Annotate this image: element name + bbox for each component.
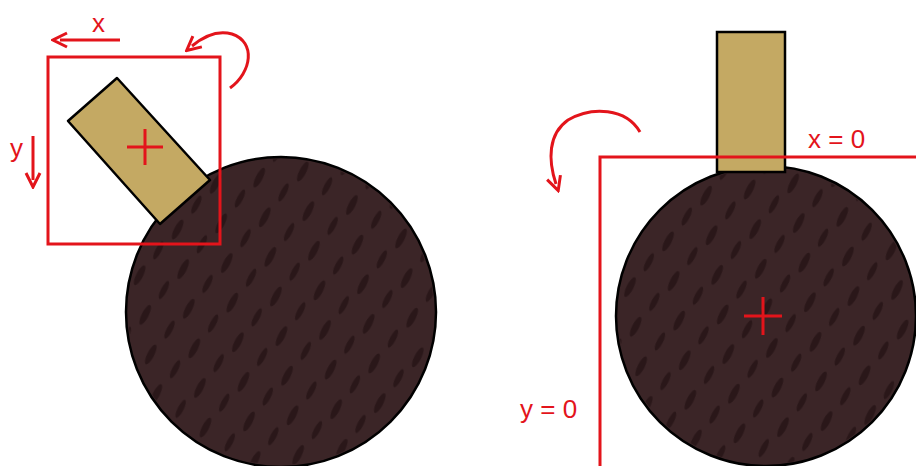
left-panel <box>33 33 436 466</box>
axis-label: y <box>10 135 23 161</box>
center-mark <box>744 297 782 335</box>
y-axis-arrow <box>32 136 35 180</box>
cookie <box>616 166 916 466</box>
bounding-box <box>48 57 220 244</box>
right-panel <box>551 32 916 466</box>
center-mark <box>127 129 163 165</box>
rotation-arrow <box>192 33 248 88</box>
stick <box>68 78 210 224</box>
x-axis-arrow <box>60 39 120 42</box>
axis-label: x <box>92 10 105 36</box>
axis-value-label: y = 0 <box>520 396 577 422</box>
axis-lines <box>600 157 916 466</box>
cookie-texture <box>618 168 914 464</box>
axis-value-label: x = 0 <box>808 126 865 152</box>
rotation-arrow <box>551 111 640 184</box>
stick <box>717 32 785 172</box>
